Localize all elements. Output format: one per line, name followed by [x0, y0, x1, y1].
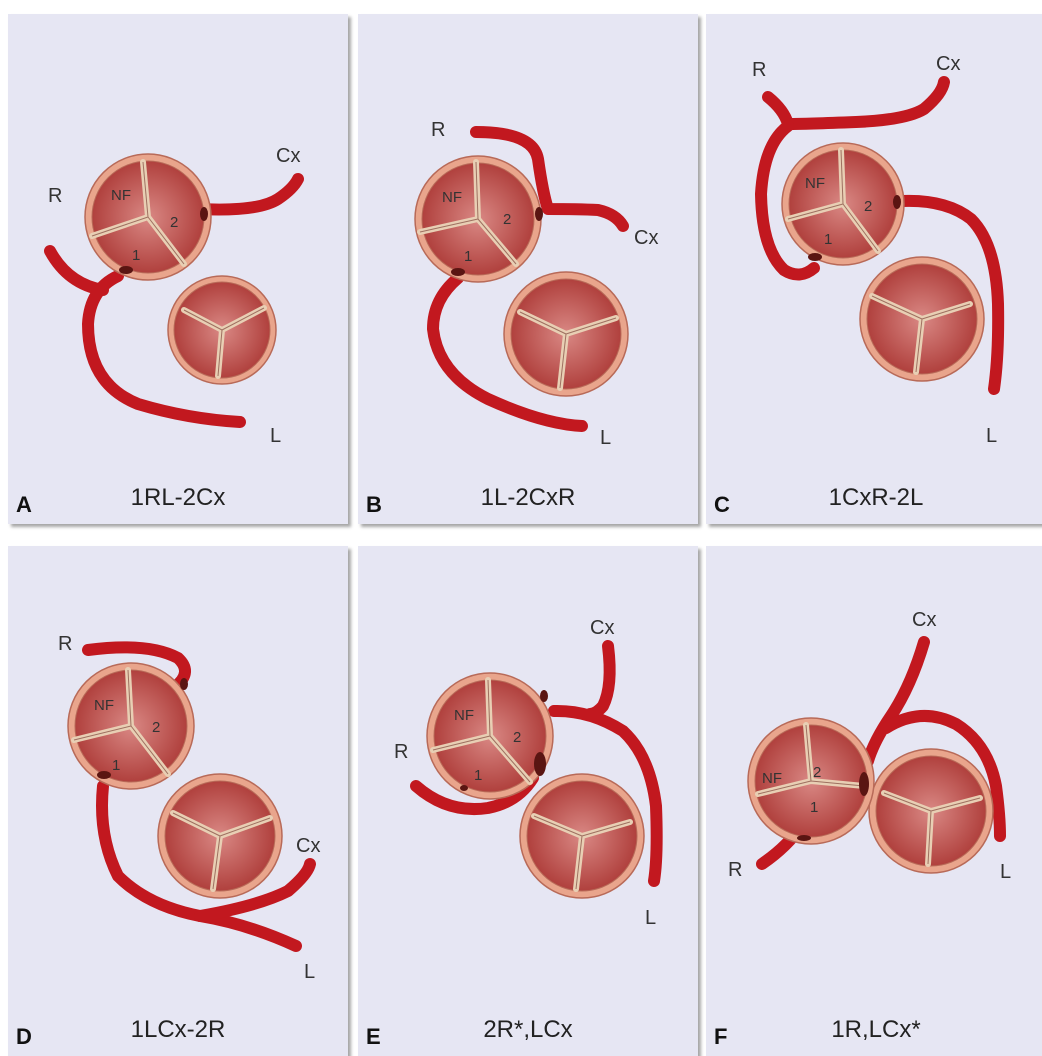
panel-f-diagram: R Cx L NF 2 1 [706, 546, 1042, 1056]
ostium-2 [893, 195, 901, 209]
label-cusp-1: 1 [132, 247, 140, 264]
panel-caption: 1L-2CxR [358, 484, 698, 512]
label-cusp-2: 2 [513, 729, 521, 746]
panel-c-diagram: R Cx L NF 2 1 [706, 14, 1042, 524]
panel-f: R Cx L NF 2 1 F 1R,LCx* [706, 546, 1042, 1056]
label-cx: Cx [936, 53, 960, 75]
label-r: R [752, 59, 766, 81]
label-l: L [1000, 861, 1011, 883]
pulmonary-valve [158, 774, 282, 898]
label-cx: Cx [634, 227, 658, 249]
label-l: L [270, 425, 281, 447]
label-nf: NF [762, 770, 782, 787]
ostium-1 [119, 266, 133, 274]
panel-e: R Cx L NF 2 1 E 2R*,LCx [358, 546, 698, 1056]
label-nf: NF [454, 707, 474, 724]
aortic-valve [427, 673, 553, 799]
label-cx: Cx [590, 617, 614, 639]
ostium-2 [535, 207, 543, 221]
pulmonary-valve [869, 749, 993, 873]
panel-caption: 1CxR-2L [706, 484, 1042, 512]
aortic-valve [415, 156, 543, 282]
label-nf: NF [94, 697, 114, 714]
label-cusp-1: 1 [474, 767, 482, 784]
label-cusp-2: 2 [170, 214, 178, 231]
label-cx: Cx [276, 145, 300, 167]
panel-c: R Cx L NF 2 1 C 1CxR-2L [706, 14, 1042, 524]
ostium-1 [460, 785, 468, 791]
panel-d: R Cx L NF 2 1 D 1LCx-2R [8, 546, 348, 1056]
panel-b: R Cx L NF 2 1 B 1L-2CxR [358, 14, 698, 524]
ostium-2 [859, 772, 869, 796]
label-r: R [728, 859, 742, 881]
panel-b-diagram: R Cx L NF 2 1 [358, 14, 698, 524]
panel-d-diagram: R Cx L NF 2 1 [8, 546, 348, 1056]
ostium-2 [180, 678, 188, 690]
label-l: L [304, 961, 315, 983]
label-nf: NF [111, 187, 131, 204]
pulmonary-valve [168, 276, 276, 384]
ostium-2 [200, 207, 208, 221]
label-cusp-1: 1 [824, 231, 832, 248]
panel-caption: 1R,LCx* [706, 1016, 1042, 1044]
label-r: R [394, 741, 408, 763]
ostium-2a [540, 690, 548, 702]
panel-caption: 1LCx-2R [8, 1016, 348, 1044]
panel-e-diagram: R Cx L NF 2 1 [358, 546, 698, 1056]
label-cusp-1: 1 [112, 757, 120, 774]
label-r: R [431, 119, 445, 141]
label-r: R [48, 185, 62, 207]
label-cx: Cx [296, 835, 320, 857]
label-l: L [645, 907, 656, 929]
panel-a: R Cx L NF 2 1 A 1RL-2Cx [8, 14, 348, 524]
panel-caption: 2R*,LCx [358, 1016, 698, 1044]
ostium-1 [797, 835, 811, 841]
pulmonary-valve [504, 272, 628, 396]
label-r: R [58, 633, 72, 655]
pulmonary-valve [860, 257, 984, 381]
label-cusp-2: 2 [503, 211, 511, 228]
panel-a-diagram: R Cx L NF 2 1 [8, 14, 348, 524]
ostium-1 [808, 253, 822, 261]
aortic-valve [68, 663, 194, 789]
label-cx: Cx [912, 609, 936, 631]
ostium-1 [97, 771, 111, 779]
vessel-cx [198, 179, 298, 210]
label-nf: NF [805, 175, 825, 192]
aortic-valve [782, 143, 904, 265]
ostium-2b [534, 752, 546, 776]
label-cusp-1: 1 [810, 799, 818, 816]
label-cusp-1: 1 [464, 248, 472, 265]
label-cusp-2: 2 [152, 719, 160, 736]
label-l: L [600, 427, 611, 449]
pulmonary-valve [520, 774, 644, 898]
vessel-r [50, 251, 103, 290]
label-nf: NF [442, 189, 462, 206]
label-cusp-2: 2 [813, 764, 821, 781]
ostium-1 [451, 268, 465, 276]
label-cusp-2: 2 [864, 198, 872, 215]
aortic-valve [85, 154, 211, 280]
label-l: L [986, 425, 997, 447]
panel-caption: 1RL-2Cx [8, 484, 348, 512]
